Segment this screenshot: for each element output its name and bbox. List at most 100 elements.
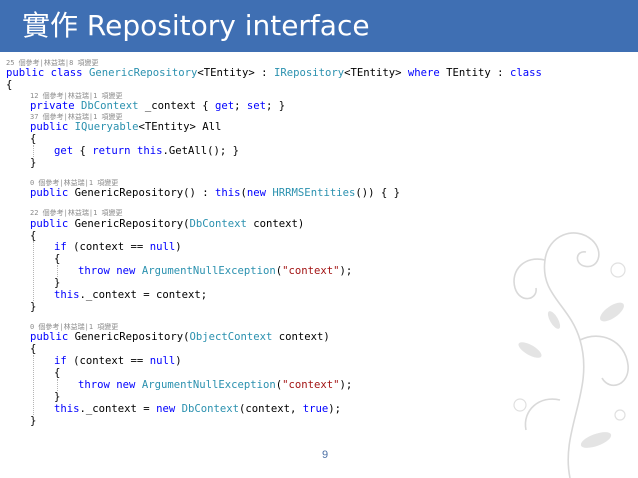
page-number: 9 xyxy=(322,449,329,461)
code-token: ( xyxy=(240,187,247,200)
codelens-annotation: 25 個參考|林益瑞|8 項變更 xyxy=(6,59,99,67)
code-token: "context" xyxy=(282,265,340,278)
code-line: public GenericRepository() : this(new HR… xyxy=(30,187,400,200)
code-token: } xyxy=(30,300,37,313)
code-token: } xyxy=(30,414,37,427)
indent-guide xyxy=(33,241,34,301)
indent-guide xyxy=(33,355,34,415)
code-token: GenericRepository( xyxy=(68,331,190,344)
code-token: public xyxy=(6,67,45,80)
code-token: set xyxy=(246,100,267,113)
code-token: { xyxy=(30,229,37,242)
indent-guide xyxy=(57,378,58,391)
code-token: DbContext xyxy=(189,217,247,230)
slide-title: 實作 Repository interface xyxy=(22,9,370,42)
code-line: if (context == null) xyxy=(54,355,182,368)
title-bar: 實作 Repository interface xyxy=(0,0,638,52)
code-token: IQueryable xyxy=(74,121,139,134)
code-token: ); xyxy=(339,378,353,391)
code-line: { xyxy=(6,79,12,92)
code-line: get { return this.GetAll(); } xyxy=(54,145,239,158)
code-line: } xyxy=(30,157,36,170)
code-token: if xyxy=(54,241,67,254)
code-token: <TEntity> : xyxy=(197,67,274,80)
code-token: ObjectContext xyxy=(189,331,273,344)
code-token: if xyxy=(54,355,67,367)
code-line: } xyxy=(30,415,36,428)
code-token: (context, xyxy=(239,402,303,415)
floral-decoration xyxy=(513,232,629,478)
code-token: this xyxy=(54,289,80,301)
code-line: public IQueryable<TEntity> All xyxy=(30,121,221,134)
code-token: throw xyxy=(78,378,110,391)
code-token: DbContext xyxy=(181,402,239,415)
code-line: } xyxy=(30,301,36,314)
code-token: } xyxy=(54,390,61,403)
code-token: .GetAll(); } xyxy=(162,145,240,158)
code-token: get xyxy=(215,100,235,113)
code-token: GenericRepository() : xyxy=(68,187,215,200)
code-token: ); xyxy=(339,265,353,278)
code-line: if (context == null) xyxy=(54,241,182,254)
code-token: _context { xyxy=(138,100,215,113)
code-token: class xyxy=(509,67,542,80)
code-line: public GenericRepository(DbContext conte… xyxy=(30,218,304,231)
code-token: ; } xyxy=(266,100,286,113)
code-token: "context" xyxy=(282,378,340,391)
code-token: new xyxy=(116,265,136,278)
code-token: DbContext xyxy=(81,100,139,113)
code-token: ._context = context; xyxy=(79,289,208,301)
code-token: ) xyxy=(175,241,182,254)
indent-guide xyxy=(33,145,34,157)
code-line: public class GenericRepository<TEntity> … xyxy=(6,67,542,80)
code-token: new xyxy=(156,402,176,415)
code-token: public xyxy=(30,187,69,200)
code-token: public xyxy=(30,121,69,134)
code-token: <TEntity> xyxy=(344,67,408,80)
code-token: TEntity : xyxy=(439,67,510,80)
code-token: get xyxy=(54,145,74,158)
code-line: { xyxy=(30,343,36,356)
code-token: public xyxy=(30,331,69,344)
code-token: ( xyxy=(275,378,283,391)
codelens-annotation: 12 個參考|林益瑞|1 項變更 xyxy=(30,92,123,100)
code-token: IRepository xyxy=(273,67,345,80)
code-line: } xyxy=(54,391,60,404)
code-token: GenericRepository xyxy=(88,67,198,80)
code-line: this._context = new DbContext(context, t… xyxy=(54,403,341,416)
code-token: { xyxy=(6,79,13,92)
code-token: { xyxy=(54,253,61,266)
code-token: return xyxy=(92,145,131,158)
indent-guide xyxy=(57,265,58,278)
code-line: throw new ArgumentNullException("context… xyxy=(78,379,352,392)
code-line: public GenericRepository(ObjectContext c… xyxy=(30,331,330,344)
code-token: context) xyxy=(272,331,330,344)
code-token: public xyxy=(30,217,69,230)
code-token: (context == xyxy=(66,355,150,367)
code-line: this._context = context; xyxy=(54,289,207,302)
code-token: throw xyxy=(78,265,110,278)
code-line: private DbContext _context { get; set; } xyxy=(30,100,285,113)
code-token: } xyxy=(54,277,61,290)
code-token: private xyxy=(30,100,75,113)
code-token: context) xyxy=(246,217,305,230)
code-token: new xyxy=(116,378,136,391)
code-line: throw new ArgumentNullException("context… xyxy=(78,265,352,278)
code-token: { xyxy=(30,343,37,356)
code-token: ._context = xyxy=(79,402,157,415)
code-line: { xyxy=(30,230,36,243)
code-token: ArgumentNullException xyxy=(141,378,276,391)
codelens-annotation: 22 個參考|林益瑞|1 項變更 xyxy=(30,209,123,218)
codelens-annotation: 37 個參考|林益瑞|1 項變更 xyxy=(30,113,123,122)
code-token: (context == xyxy=(66,241,150,254)
code-token: ; xyxy=(234,100,247,113)
code-token: new xyxy=(246,187,267,200)
code-line: { xyxy=(30,133,36,146)
code-token: { xyxy=(54,366,61,379)
code-token: { xyxy=(30,133,37,146)
codelens-annotation: 0 個參考|林益瑞|1 項變更 xyxy=(30,323,119,331)
code-token: ); xyxy=(328,402,342,415)
codelens-annotation: 0 個參考|林益瑞|1 項變更 xyxy=(30,179,119,188)
code-token: ( xyxy=(275,265,283,278)
